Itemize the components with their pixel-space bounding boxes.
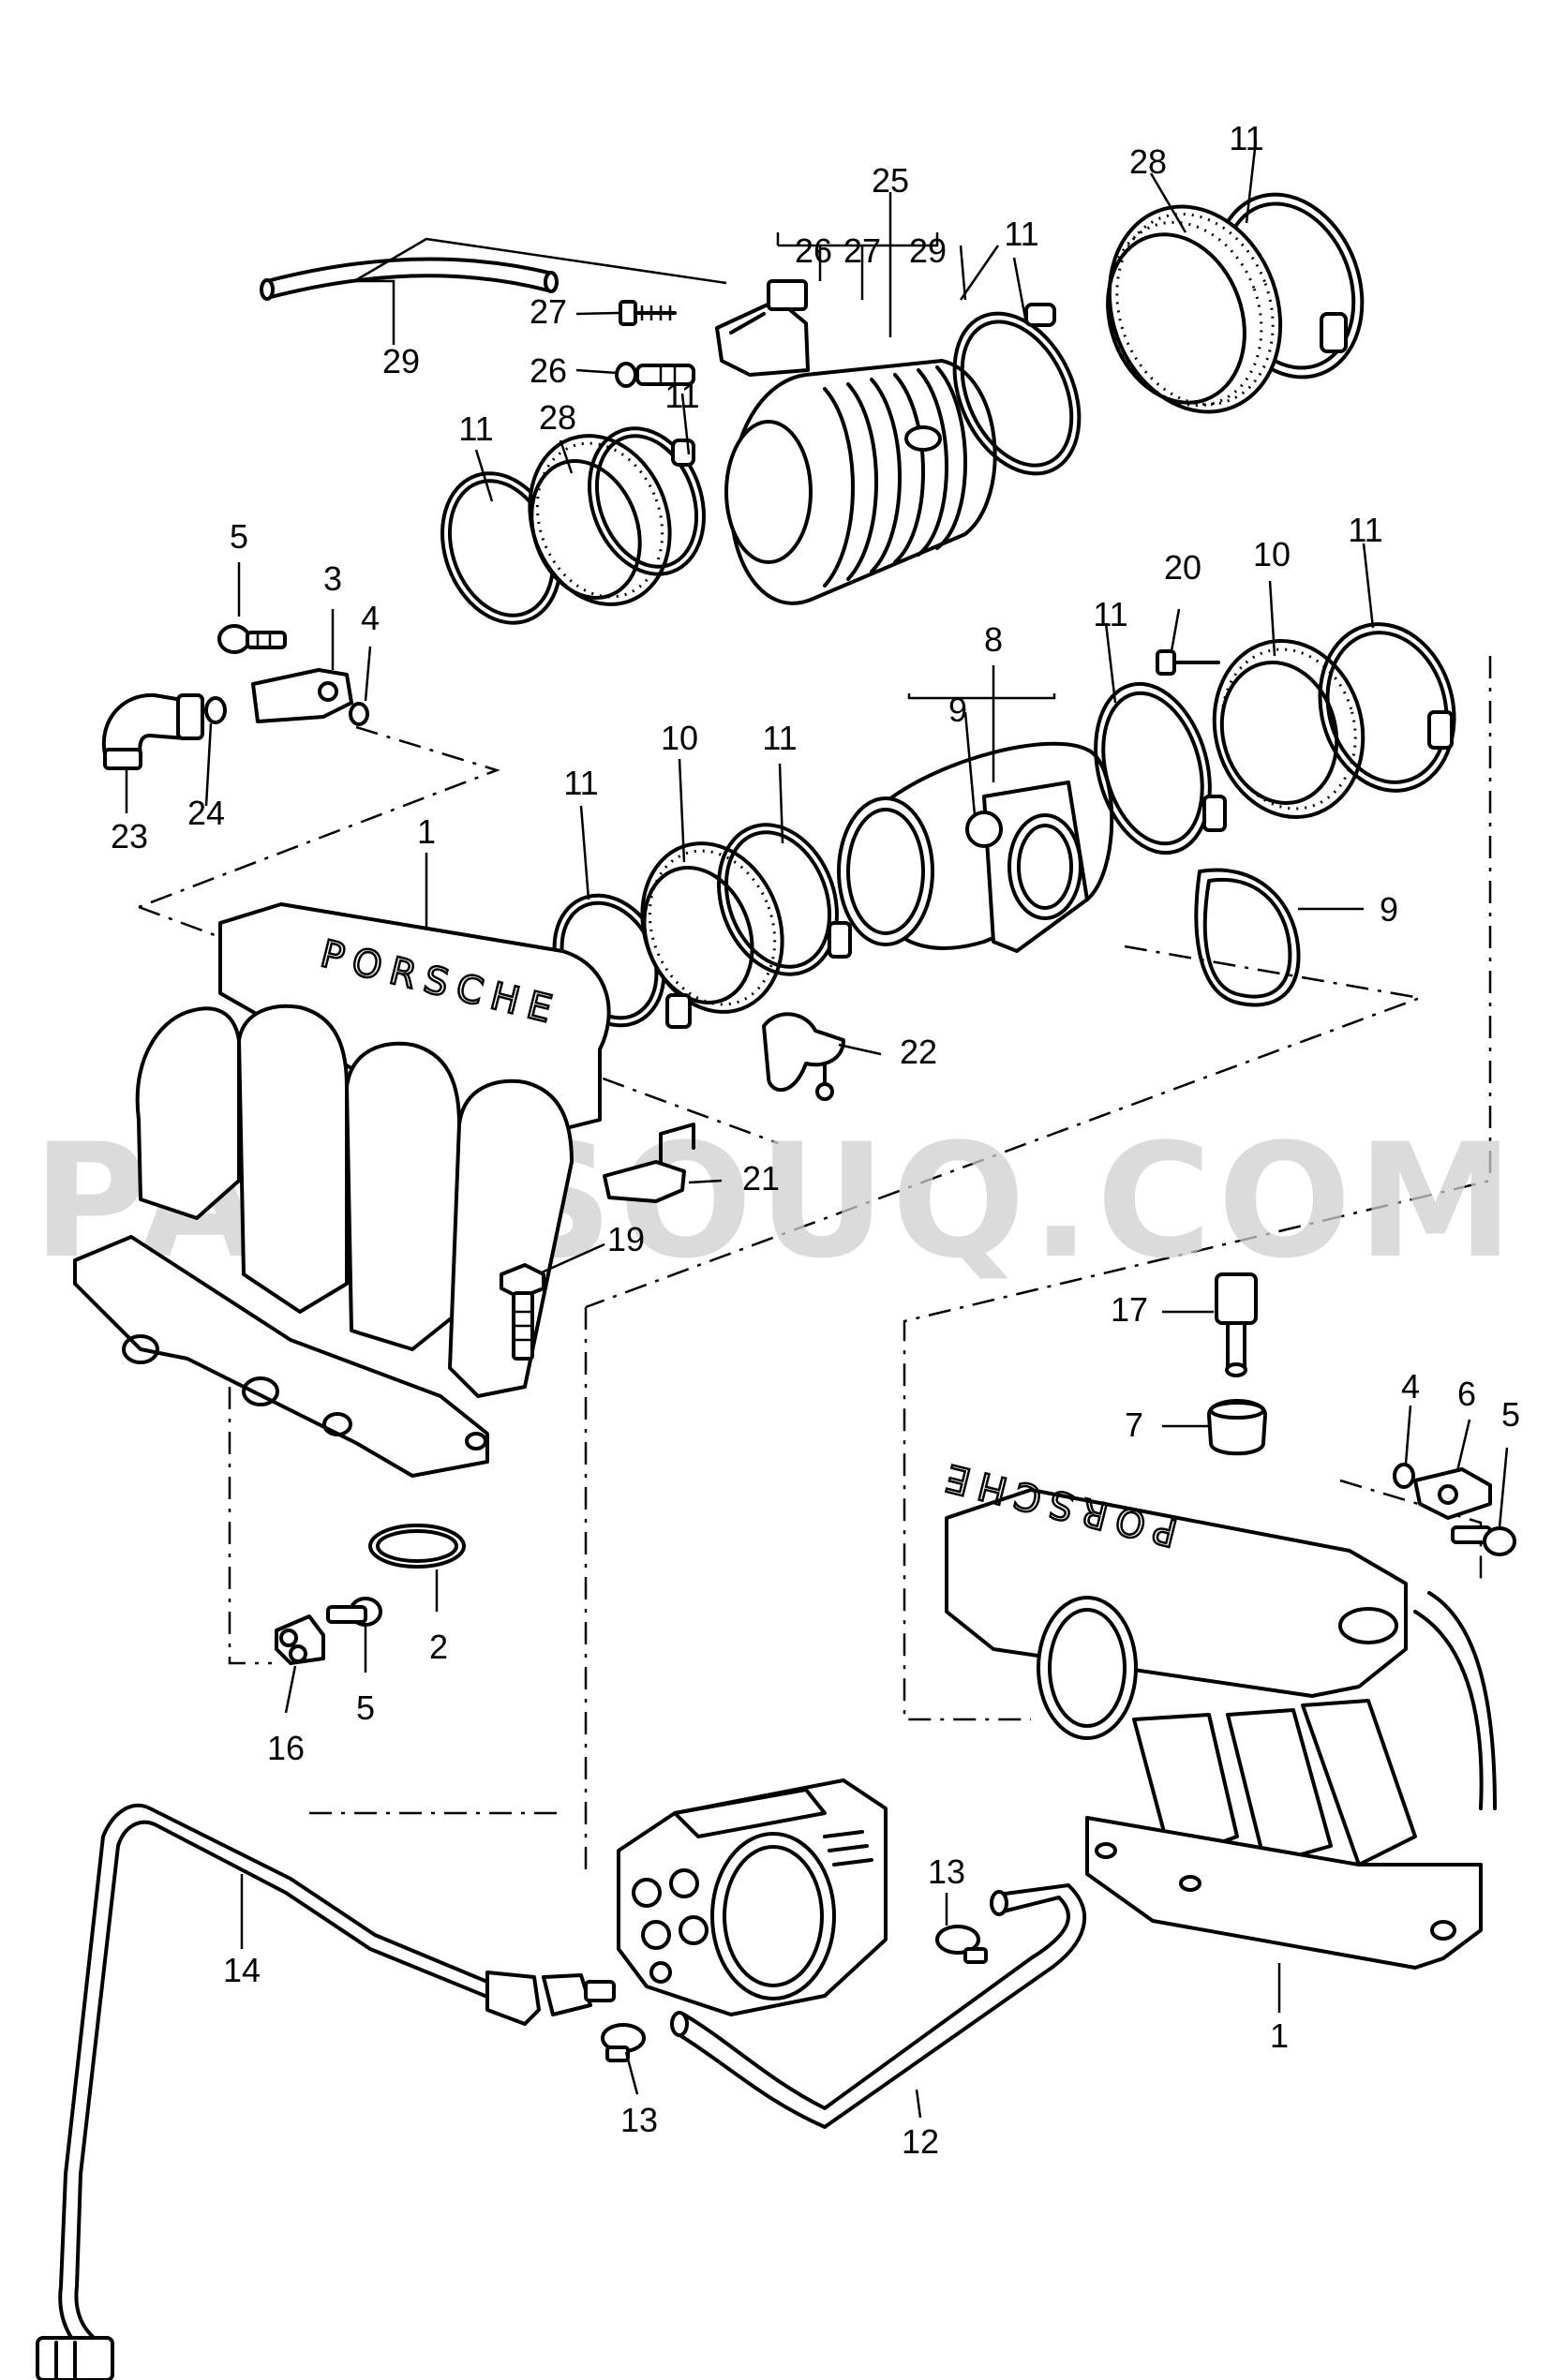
callout-28-left: 28 [539,398,576,437]
part-29-vent-hose [260,257,559,301]
part-28-sleeve-top-right [1106,204,1283,414]
callout-11-right-a: 11 [1093,595,1127,633]
callout-8: 8 [984,620,1003,659]
callout-3: 3 [323,559,342,598]
leader-lines [125,140,1509,2119]
part-26-27-sensor-housing [715,279,810,377]
part-28-sleeve-left [528,434,672,606]
callout-29-top: 29 [382,342,420,380]
callout-27-top: 27 [843,231,881,270]
callout-26-left: 26 [530,351,567,390]
part-4-seal-right [1393,1463,1415,1489]
callout-12: 12 [902,2122,939,2161]
part-5-bolt-right [1451,1525,1516,1556]
part-16-clip [275,1614,325,1665]
callout-11-left-outer: 11 [458,409,493,448]
part-17-sensor [1215,1272,1258,1377]
callout-11-top-middle: 11 [1004,215,1038,253]
callout-20: 20 [1164,548,1201,587]
part-3-flange [251,668,353,723]
callout-5-bottom: 5 [356,1688,375,1727]
callout-4-left: 4 [361,599,380,637]
callout-2: 2 [429,1628,448,1666]
part-11-clamp-middle-b [717,823,852,976]
part-9-gasket [1194,868,1301,1007]
callout-27-left: 27 [530,292,567,331]
part-19-bolt [500,1263,545,1361]
callout-11-top-right: 11 [1229,119,1263,157]
callout-10-right: 10 [1253,535,1291,573]
part-11-clamp-top-middle [952,303,1082,476]
callout-1-left: 1 [417,812,436,851]
callout-14: 14 [223,1951,261,1989]
callout-10-left: 10 [661,719,698,757]
part-24-seal [204,696,227,724]
callout-9-top: 9 [948,691,967,729]
part-5-bolt-left-bottom [326,1597,382,1627]
part-11-clamp-left-inner [588,426,706,576]
part-6-flange [1413,1467,1492,1520]
callout-4-right: 4 [1401,1367,1420,1406]
callout-6: 6 [1457,1375,1476,1413]
callout-25: 25 [872,161,909,200]
callout-7: 7 [1125,1406,1143,1444]
part-14-vacuum-line [36,1803,616,2380]
part-26-pin [615,362,695,388]
callout-11-mid-a: 11 [563,764,598,802]
callout-17: 17 [1111,1290,1148,1329]
part-12-hose [670,1883,1087,2129]
throttle-body [617,1778,888,2016]
callout-19: 19 [607,1220,645,1258]
part-23-elbow-connector [101,692,204,770]
callout-23: 23 [111,817,148,855]
callout-5-top: 5 [230,517,248,556]
part-25-air-duct [724,359,997,605]
callout-26-top: 26 [795,231,832,270]
callouts: 29 25 26 27 29 28 11 11 27 26 11 28 11 5… [111,119,1520,2161]
callout-24: 24 [187,794,225,832]
callout-28-top-right: 28 [1129,142,1167,181]
part-10-sleeve-left [640,841,784,1029]
part-27-screw [619,300,677,326]
part-2-o-ring [368,1524,466,1569]
part-13-clip-left [601,2023,646,2062]
callout-13-left: 13 [620,2101,658,2139]
callout-9-right: 9 [1380,890,1398,929]
callout-21: 21 [742,1159,780,1197]
callout-16: 16 [267,1729,305,1767]
callout-11-mid-b: 11 [762,719,797,757]
callout-29-bracket: 29 [909,231,947,270]
part-22-bracket [762,1012,845,1101]
callout-1-right: 1 [1270,2016,1289,2055]
part-13-clip-right [935,1925,988,1964]
part-10-sleeve-right [1212,639,1365,819]
callout-13-right: 13 [928,1852,965,1891]
callout-22: 22 [900,1033,937,1071]
part-7-grommet [1207,1399,1267,1456]
callout-5-right: 5 [1501,1395,1520,1434]
part-1-intake-manifold-left: PORSCHE [73,902,611,1478]
part-1-intake-manifold-right: PORSCHE [932,1451,1497,1970]
part-5-bolt-left-top [217,624,287,654]
alignment-lines [138,656,1492,1874]
part-11-clamp-right-b [1318,622,1456,793]
part-11-clamp-right-a [1094,681,1227,855]
callout-11-right-b: 11 [1348,511,1382,549]
part-20-pin [1156,649,1220,676]
callout-11-left-inner: 11 [664,377,699,415]
part-8-air-meter [837,741,1114,953]
part-21-bracket [603,1123,695,1203]
part-4-seal-left [349,702,369,726]
